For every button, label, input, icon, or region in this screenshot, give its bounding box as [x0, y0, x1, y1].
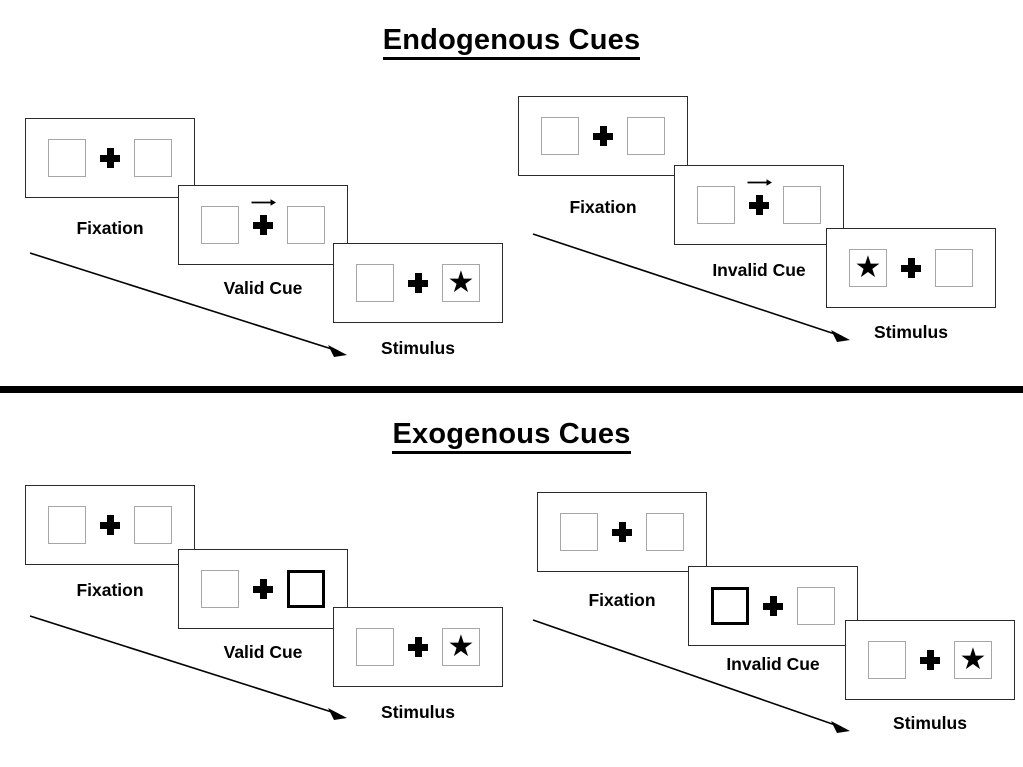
panel-endogenous-invalid-cue: [674, 165, 844, 245]
right-box: [134, 139, 172, 177]
endogenous-section-title: Endogenous Cues: [0, 24, 1023, 60]
right-box: [287, 206, 325, 244]
panel-label-exogenous-invalid-stimulus: Stimulus: [893, 713, 967, 733]
fixation-cross: [763, 596, 783, 616]
panel-label-endogenous-valid-cue: Valid Cue: [223, 278, 303, 298]
exogenous-section-title: Exogenous Cues: [0, 418, 1023, 454]
fixation-cross: [253, 579, 273, 599]
target-star-icon: ★: [447, 629, 475, 663]
left-box: [356, 628, 394, 666]
panel-endogenous-valid-fixation: [25, 118, 195, 198]
panel-endogenous-valid-cue: [178, 185, 348, 265]
fixation-cross: [920, 650, 940, 670]
fixation-cross: [593, 126, 613, 146]
target-star-icon: ★: [854, 250, 882, 284]
panel-exogenous-invalid-fixation: [537, 492, 707, 572]
right-box: [797, 587, 835, 625]
right-box: [646, 513, 684, 551]
right-box: [134, 506, 172, 544]
fixation-cross: [100, 148, 120, 168]
left-box: [356, 264, 394, 302]
right-box-target: ★: [954, 641, 992, 679]
left-box: [541, 117, 579, 155]
panel-exogenous-valid-stimulus: ★: [333, 607, 503, 687]
right-box-cued: [287, 570, 325, 608]
panel-exogenous-valid-cue: [178, 549, 348, 629]
left-box: [48, 139, 86, 177]
panel-label-exogenous-valid-stimulus: Stimulus: [381, 702, 455, 722]
panel-endogenous-invalid-stimulus: ★: [826, 228, 996, 308]
panel-label-endogenous-invalid-stimulus: Stimulus: [874, 322, 948, 342]
panel-label-exogenous-valid-cue: Valid Cue: [223, 642, 303, 662]
panel-endogenous-valid-stimulus: ★: [333, 243, 503, 323]
left-box: [560, 513, 598, 551]
left-box: [201, 570, 239, 608]
fixation-cross: [747, 179, 773, 215]
arrow-right-icon: [251, 199, 277, 206]
right-box-target: ★: [442, 264, 480, 302]
panel-label-exogenous-valid-fixation: Fixation: [76, 580, 144, 600]
panel-label-endogenous-invalid-fixation: Fixation: [569, 197, 637, 217]
panel-label-endogenous-valid-fixation: Fixation: [76, 218, 144, 238]
panel-exogenous-invalid-cue: [688, 566, 858, 646]
panel-endogenous-invalid-fixation: [518, 96, 688, 176]
right-box-target: ★: [442, 628, 480, 666]
panel-exogenous-valid-fixation: [25, 485, 195, 565]
left-box: [697, 186, 735, 224]
panel-exogenous-invalid-stimulus: ★: [845, 620, 1015, 700]
panel-label-exogenous-invalid-fixation: Fixation: [588, 590, 656, 610]
fixation-cross: [100, 515, 120, 535]
fixation-cross: [408, 637, 428, 657]
fixation-cross: [901, 258, 921, 278]
fixation-cross: [408, 273, 428, 293]
fixation-cross: [612, 522, 632, 542]
panel-label-endogenous-invalid-cue: Invalid Cue: [712, 260, 806, 280]
left-box: [868, 641, 906, 679]
exogenous-title-text: Exogenous Cues: [392, 418, 631, 454]
right-box: [783, 186, 821, 224]
endogenous-title-text: Endogenous Cues: [382, 24, 641, 60]
right-box: [935, 249, 973, 287]
target-star-icon: ★: [959, 642, 987, 676]
target-star-icon: ★: [447, 265, 475, 299]
left-box-target: ★: [849, 249, 887, 287]
section-divider: [0, 386, 1023, 393]
right-box: [627, 117, 665, 155]
fixation-cross: [251, 199, 277, 235]
panel-label-exogenous-invalid-cue: Invalid Cue: [726, 654, 820, 674]
arrow-right-icon: [747, 179, 773, 186]
panel-label-endogenous-valid-stimulus: Stimulus: [381, 338, 455, 358]
left-box: [201, 206, 239, 244]
left-box-cued: [711, 587, 749, 625]
left-box: [48, 506, 86, 544]
